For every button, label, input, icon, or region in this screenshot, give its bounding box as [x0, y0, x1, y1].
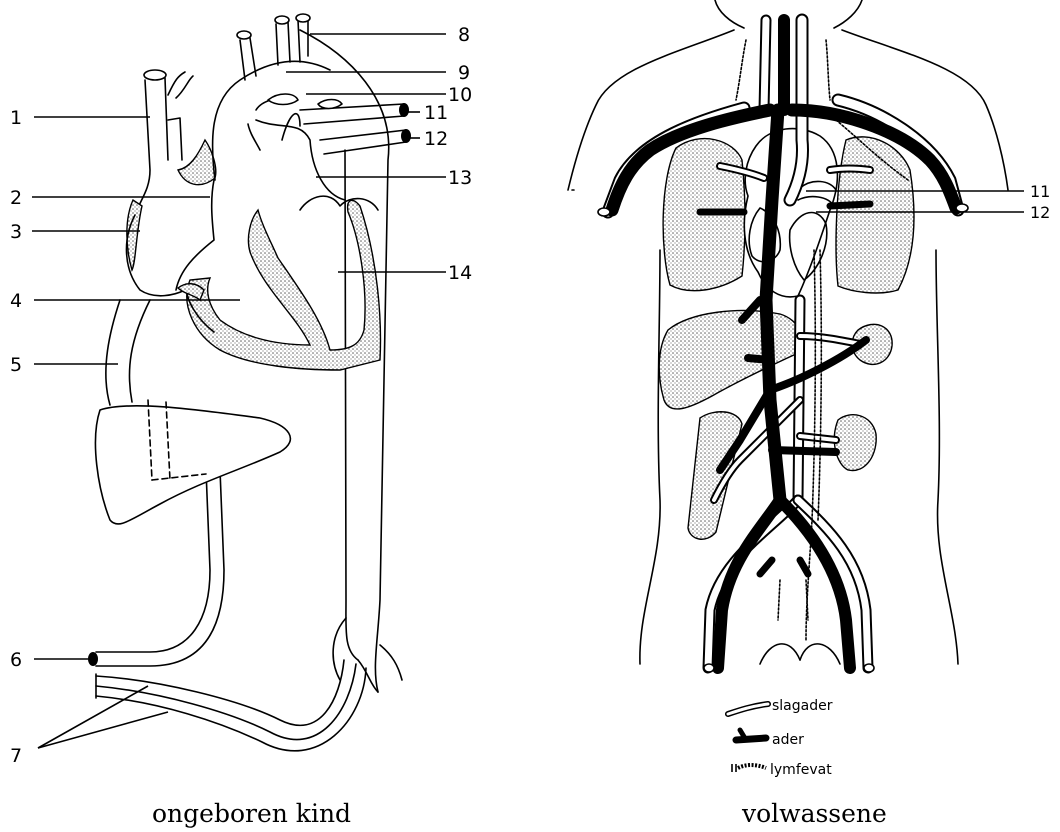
- fetal-label-3: 3: [10, 221, 22, 243]
- legend-lymph-label: lymfevat: [770, 762, 832, 778]
- fetal-label-1: 1: [10, 107, 22, 129]
- right-atrium-wall: [127, 200, 142, 270]
- fetal-labels-left: 1 2 3 4 5 6 7: [10, 107, 22, 767]
- fetal-label-7: 7: [10, 745, 22, 767]
- fetal-liver: [95, 406, 290, 524]
- adult-intestine: [688, 412, 742, 539]
- fetal-label-11: 11: [424, 102, 448, 124]
- fetal-label-2: 2: [10, 187, 22, 209]
- legend-artery: slagader: [728, 698, 833, 714]
- legend-artery-label: slagader: [772, 698, 833, 714]
- legend-vein-label: ader: [772, 732, 804, 748]
- fetal-label-13: 13: [448, 167, 472, 189]
- umbilical-arteries: [96, 660, 366, 751]
- fetal-label-6: 6: [10, 649, 22, 671]
- fetal-labels-right: 8 9 10 11 12 13 14: [424, 24, 472, 284]
- adult-legend: slagader ader lymfevat: [728, 698, 833, 778]
- adult-caption: volwassene: [741, 799, 887, 828]
- fetal-label-4: 4: [10, 290, 22, 312]
- pulmonary-vessels: [300, 100, 411, 155]
- fetal-label-8: 8: [458, 24, 470, 46]
- fetal-label-12: 12: [424, 128, 448, 150]
- fetal-label-9: 9: [458, 62, 470, 84]
- adult-kidney: [834, 415, 876, 471]
- adult-left-lung: [836, 137, 914, 293]
- fetal-label-5: 5: [10, 354, 22, 376]
- fetal-label-14: 14: [448, 262, 472, 284]
- fetal-caption: ongeboren kind: [152, 799, 351, 828]
- fetal-diagram: [88, 14, 411, 751]
- fetal-label-10: 10: [448, 84, 472, 106]
- legend-lymph: lymfevat: [732, 762, 832, 778]
- legend-vein: ader: [736, 730, 804, 748]
- adult-liver: [659, 311, 801, 409]
- superior-vena-cava: [135, 70, 193, 215]
- adult-label-11: 11: [1030, 182, 1050, 201]
- adult-diagram: 11 12 slagader ader lymfevat: [568, 0, 1050, 778]
- adult-label-12: 12: [1030, 203, 1050, 222]
